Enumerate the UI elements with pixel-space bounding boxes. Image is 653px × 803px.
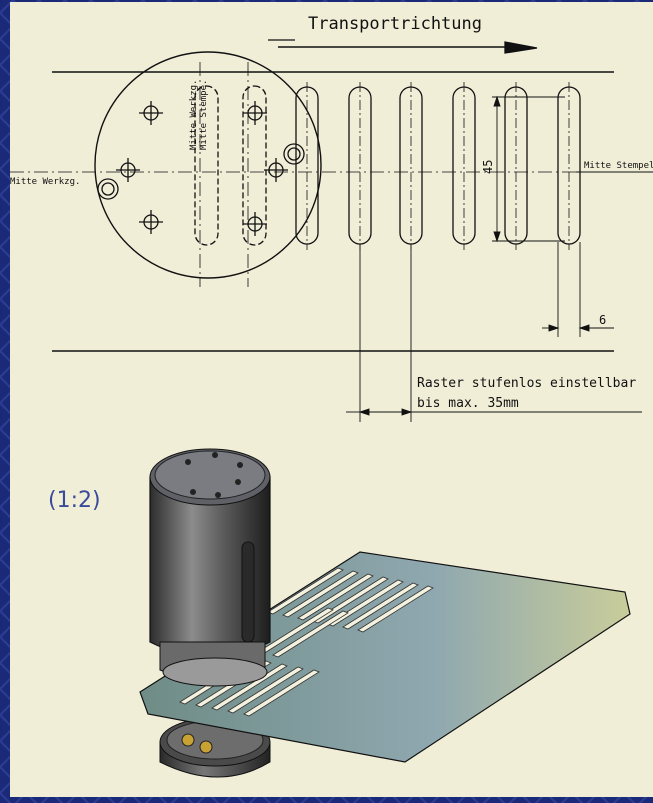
bolt-hole [116,158,140,182]
locating-pin [283,143,305,165]
locating-pin [97,178,119,200]
bolt-hole [139,101,163,125]
hidden-slot [242,85,267,246]
dimension-6-label: 6 [599,313,606,327]
mitte-werkzeug-vertical-label: Mitte Werkzg. [189,80,199,150]
drawing-sheet: Transportrichtung Mitte Werkzg. Mitte We… [10,2,653,797]
bolt-hole [139,210,163,234]
mitte-stempel-label: Mitte Stempel [584,161,653,171]
raster-label-line2: bis max. 35mm [417,396,519,411]
raster-label-line1: Raster stufenlos einstellbar [417,376,636,391]
dimension-6 [542,242,614,337]
scale-label: (1:2) [48,488,101,513]
mitte-stempel-vertical-label: Mitte Stempe. [199,80,209,150]
perforated-strip [139,551,631,763]
transport-arrow [268,39,538,54]
technical-drawing: Transportrichtung Mitte Werkzg. Mitte We… [10,14,653,778]
transport-direction-label: Transportrichtung [308,14,482,34]
dimension-45 [492,95,565,243]
dimension-raster [346,244,642,422]
bolt-hole [264,158,288,182]
punch-cylinder [149,448,271,687]
bolt-hole [243,101,267,125]
bolt-hole [243,212,267,236]
mitte-werkzeug-label: Mitte Werkzg. [10,177,80,187]
dimension-45-label: 45 [481,160,495,174]
hidden-slot [194,85,219,246]
tool-circle [94,51,322,279]
strip-slots [295,86,581,245]
